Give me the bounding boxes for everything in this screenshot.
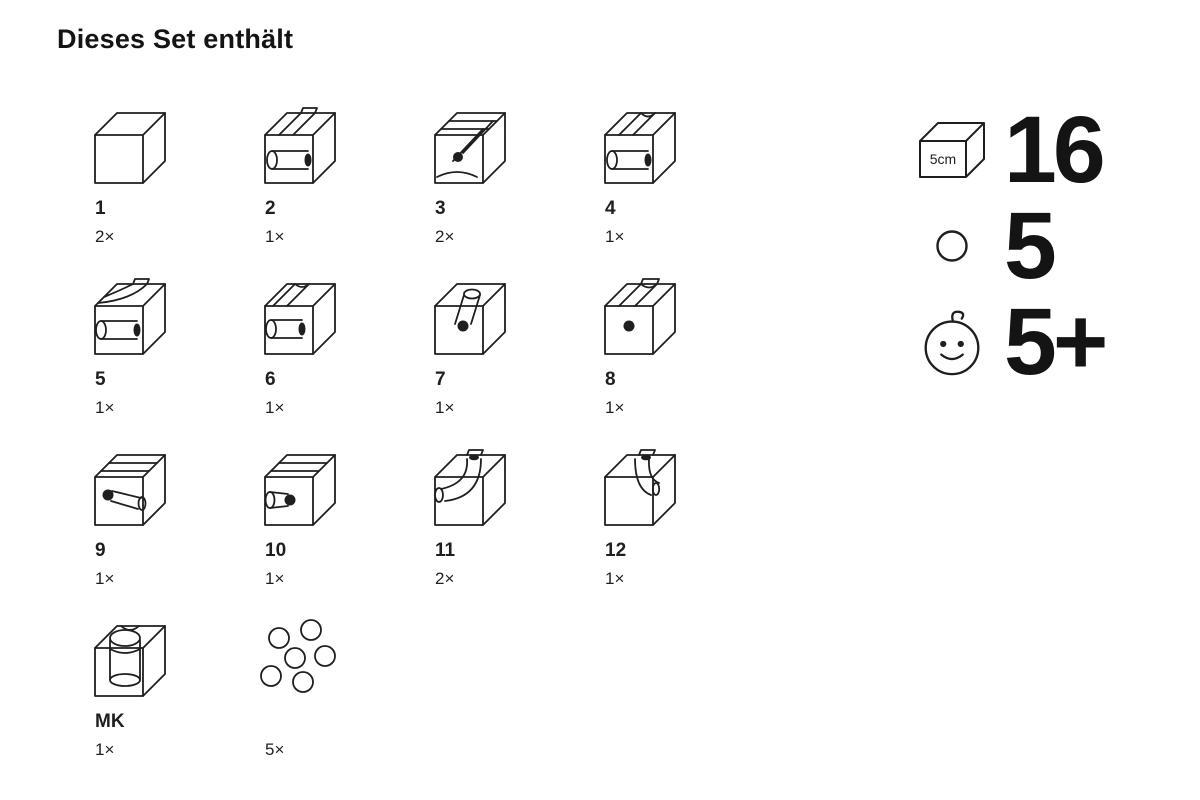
- block-item-11: 11 2×: [425, 445, 595, 616]
- block-count: 1×: [605, 398, 625, 417]
- block-number: 11: [435, 540, 456, 561]
- block-count: 5×: [265, 740, 285, 759]
- block-number: 12: [605, 540, 627, 561]
- cube-groove-front-exit-icon: [264, 454, 336, 526]
- block-number: 10: [265, 540, 287, 561]
- block-number: 2: [265, 198, 276, 219]
- block-item-10: 10 1×: [255, 445, 425, 616]
- summary-age-row: 5+: [900, 288, 1108, 395]
- block-count: 2×: [435, 569, 455, 588]
- summary-marbles-row: 5: [900, 198, 1104, 294]
- block-number: 9: [95, 540, 106, 561]
- marble-icon: [900, 228, 1004, 264]
- block-item-3: 3 2×: [425, 103, 595, 274]
- cube-inner-curve-right-icon: [604, 449, 676, 526]
- block-count: 1×: [265, 398, 285, 417]
- cube-top-hole-drop-icon: [434, 283, 506, 355]
- block-number: 8: [605, 369, 616, 390]
- block-count: 1×: [95, 398, 115, 417]
- cube-channel-side-tunnel-icon: [264, 283, 336, 355]
- block-count: 1×: [265, 569, 285, 588]
- block-number: MK: [95, 711, 125, 732]
- blocks-grid: 1 2× 2 1×: [85, 103, 765, 787]
- block-number: 5: [95, 369, 106, 390]
- cube-curve-channel-tunnel-icon: [94, 278, 166, 355]
- block-item-12: 12 1×: [595, 445, 765, 616]
- cube-groove-side-exit-icon: [94, 454, 166, 526]
- cube-total-count: 16: [1004, 96, 1106, 203]
- age-smiley-icon: [900, 305, 1004, 379]
- block-count: 2×: [95, 227, 115, 246]
- cube-channel-with-tunnel-icon: [604, 112, 676, 184]
- block-number: 1: [95, 198, 106, 219]
- block-item-8: 8 1×: [595, 274, 765, 445]
- block-number: 6: [265, 369, 276, 390]
- block-item-5: 5 1×: [85, 274, 255, 445]
- cube-5cm-icon: 5cm: [900, 117, 1004, 183]
- summary-cubes-row: 5cm 16: [900, 96, 1106, 203]
- block-item-7: 7 1×: [425, 274, 595, 445]
- cube-size-label: 5cm: [930, 151, 956, 167]
- block-count: 1×: [95, 569, 115, 588]
- block-count: 2×: [435, 227, 455, 246]
- block-count: 1×: [95, 740, 115, 759]
- page-title: Dieses Set enthält: [57, 24, 294, 54]
- block-number: 3: [435, 198, 446, 219]
- block-item-4: 4 1×: [595, 103, 765, 274]
- cube-inner-curve-left-icon: [434, 449, 506, 526]
- block-count: 1×: [605, 569, 625, 588]
- marbles-icon: [260, 619, 336, 693]
- cube-plain-icon: [94, 112, 166, 184]
- block-item-2: 2 1×: [255, 103, 425, 274]
- set-summary: 5cm 16 5: [900, 96, 1108, 395]
- block-number: 4: [605, 198, 616, 219]
- cube-curve-with-tunnel-icon: [434, 112, 506, 184]
- cube-marble-catcher-icon: [94, 625, 166, 697]
- cube-channel-front-exit-icon: [604, 278, 676, 355]
- marbles-item: 5×: [255, 616, 425, 787]
- marble-total-count: 5: [1004, 192, 1057, 299]
- block-item-mk: MK 1×: [85, 616, 255, 787]
- block-count: 1×: [435, 398, 455, 417]
- block-item-1: 1 2×: [85, 103, 255, 274]
- block-item-6: 6 1×: [255, 274, 425, 445]
- block-count: 1×: [605, 227, 625, 246]
- block-number: 7: [435, 369, 446, 390]
- cube-straight-tunnel-icon: [264, 107, 336, 184]
- age-recommendation: 5+: [1004, 288, 1108, 395]
- block-item-9: 9 1×: [85, 445, 255, 616]
- block-count: 1×: [265, 227, 285, 246]
